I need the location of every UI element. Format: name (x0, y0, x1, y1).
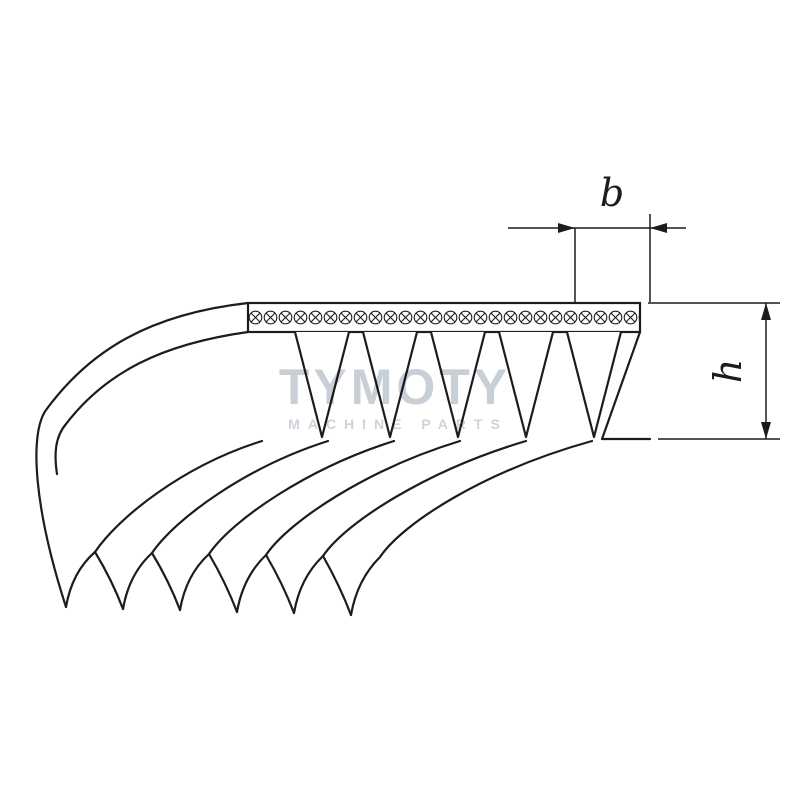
rib-strip-edge (207, 552, 239, 614)
rib-tooth (361, 331, 419, 439)
rib-strip-edge (150, 551, 182, 612)
dimension-h-arrow-bottom (761, 422, 771, 439)
rib-strip-edge (349, 439, 594, 617)
dimension-b-arrow-right (650, 223, 667, 233)
watermark-subtitle: MACHINE PARTS (288, 416, 508, 432)
rib-tooth (293, 331, 351, 439)
rib-strip-edge (235, 439, 462, 614)
dimension-b: b (508, 171, 686, 302)
rib-tooth (497, 331, 555, 439)
dimension-b-arrow-left (558, 223, 575, 233)
belt-right-end-edge (600, 330, 652, 441)
rib-tooth (429, 331, 487, 439)
rib-strip-edge (93, 550, 125, 611)
rib-tooth (565, 331, 623, 439)
belt-band-inner-edge (54, 330, 250, 476)
rib-hatch-band (246, 301, 642, 334)
watermark: TYMOTY MACHINE PARTS (279, 359, 511, 432)
rib-strip-edge (321, 554, 353, 617)
dimension-b-label: b (600, 171, 624, 215)
rib-strip-edge (178, 439, 396, 612)
dimension-h-arrow-top (761, 303, 771, 320)
dimension-h: h (648, 302, 780, 440)
belt-rib-teeth (293, 331, 623, 439)
belt-cross-section (246, 301, 652, 441)
rib-strip-edge (64, 439, 264, 609)
rib-strip-edge (121, 439, 330, 611)
dimension-h-label: h (706, 359, 750, 383)
belt-perspective-ribs (35, 301, 594, 617)
rib-strip-edge (264, 553, 296, 615)
watermark-title: TYMOTY (279, 359, 511, 415)
belt-outer-edge (35, 301, 250, 609)
rib-strip-edge (292, 439, 528, 615)
